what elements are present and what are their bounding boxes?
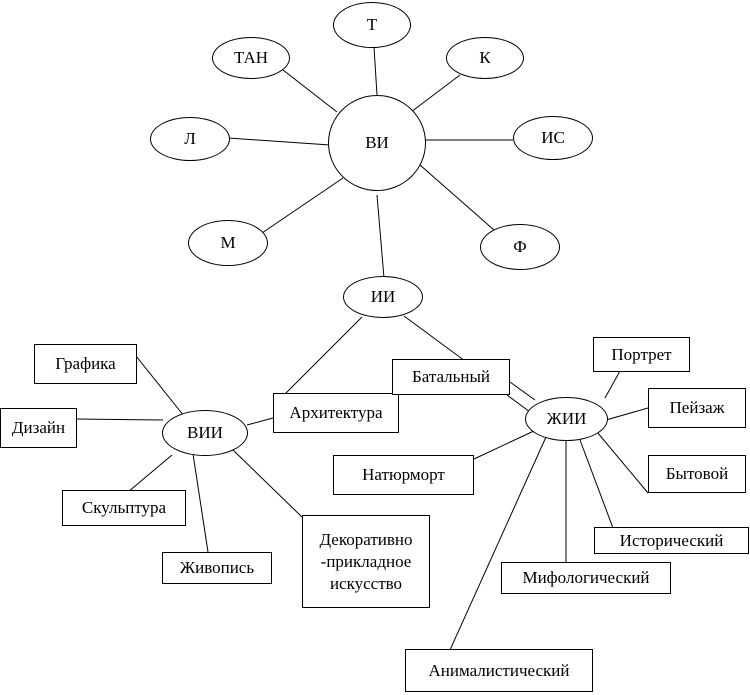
node-batalny: Батальный (392, 359, 510, 395)
edge-zhii-bytovoi (596, 431, 649, 494)
edge-vii-skulptura (127, 454, 173, 493)
node-tan: ТАН (212, 37, 290, 79)
edge-zhii-istoricheskiy (579, 439, 614, 529)
edge-vii-grafika (135, 355, 185, 417)
node-arhitektura: Архитектура (273, 393, 399, 433)
edge-vii-zhivopis (192, 453, 209, 553)
node-m: М (188, 220, 268, 266)
edge-vii-dizain (76, 418, 164, 421)
edge-vi-m (261, 177, 344, 234)
edge-zhii-batalny-a (509, 381, 536, 401)
dpi-line-3: искусство (329, 573, 403, 593)
edge-vi-k (410, 74, 461, 113)
node-grafika: Графика (34, 344, 137, 384)
node-istoricheskiy: Исторический (594, 527, 749, 554)
node-decorative-applied-art: Декоративно -прикладное искусство (302, 515, 430, 608)
node-vii: ВИИ (162, 410, 248, 456)
edge-zhii-batalny-b (506, 394, 531, 413)
node-dizain: Дизайн (0, 408, 77, 448)
edge-zhii-peizazh (605, 407, 649, 421)
edge-vi-tan (282, 69, 338, 113)
node-ii: ИИ (343, 276, 423, 318)
node-animalisticheskiy: Анималистический (405, 649, 593, 692)
edge-vi-f (419, 164, 495, 231)
node-natyurmort: Натюрморт (333, 455, 474, 495)
node-k: К (446, 37, 524, 79)
edge-vii-dpi (232, 449, 303, 518)
dpi-line-1: Декоративно (319, 529, 413, 549)
edge-vi-ii (376, 194, 385, 279)
node-bytovoi: Бытовой (648, 455, 746, 493)
edge-zhii-portret (604, 370, 621, 399)
node-is: ИС (513, 116, 593, 160)
edge-zhii-animalisticheskiy (449, 436, 547, 651)
node-zhivopis: Живопись (162, 552, 272, 584)
node-zhii: ЖИИ (525, 397, 608, 441)
node-t: Т (333, 2, 411, 48)
node-mifologicheskiy: Мифологический (501, 562, 671, 594)
edge-vi-t (373, 46, 378, 96)
node-l: Л (150, 117, 230, 161)
node-portret: Портрет (593, 337, 690, 372)
node-peizazh: Пейзаж (648, 388, 746, 428)
edge-ii-arhitektura (280, 316, 363, 399)
node-f: Ф (480, 224, 560, 270)
edge-zhii-natyurmort (473, 429, 537, 460)
edge-vi-l (227, 137, 331, 146)
dpi-line-2: -прикладное (320, 551, 412, 571)
node-vi: ВИ (328, 95, 426, 191)
edge-ii-batalny (403, 315, 466, 362)
edge-vii-arhitektura (246, 417, 274, 426)
node-skulptura: Скульптура (62, 490, 186, 526)
